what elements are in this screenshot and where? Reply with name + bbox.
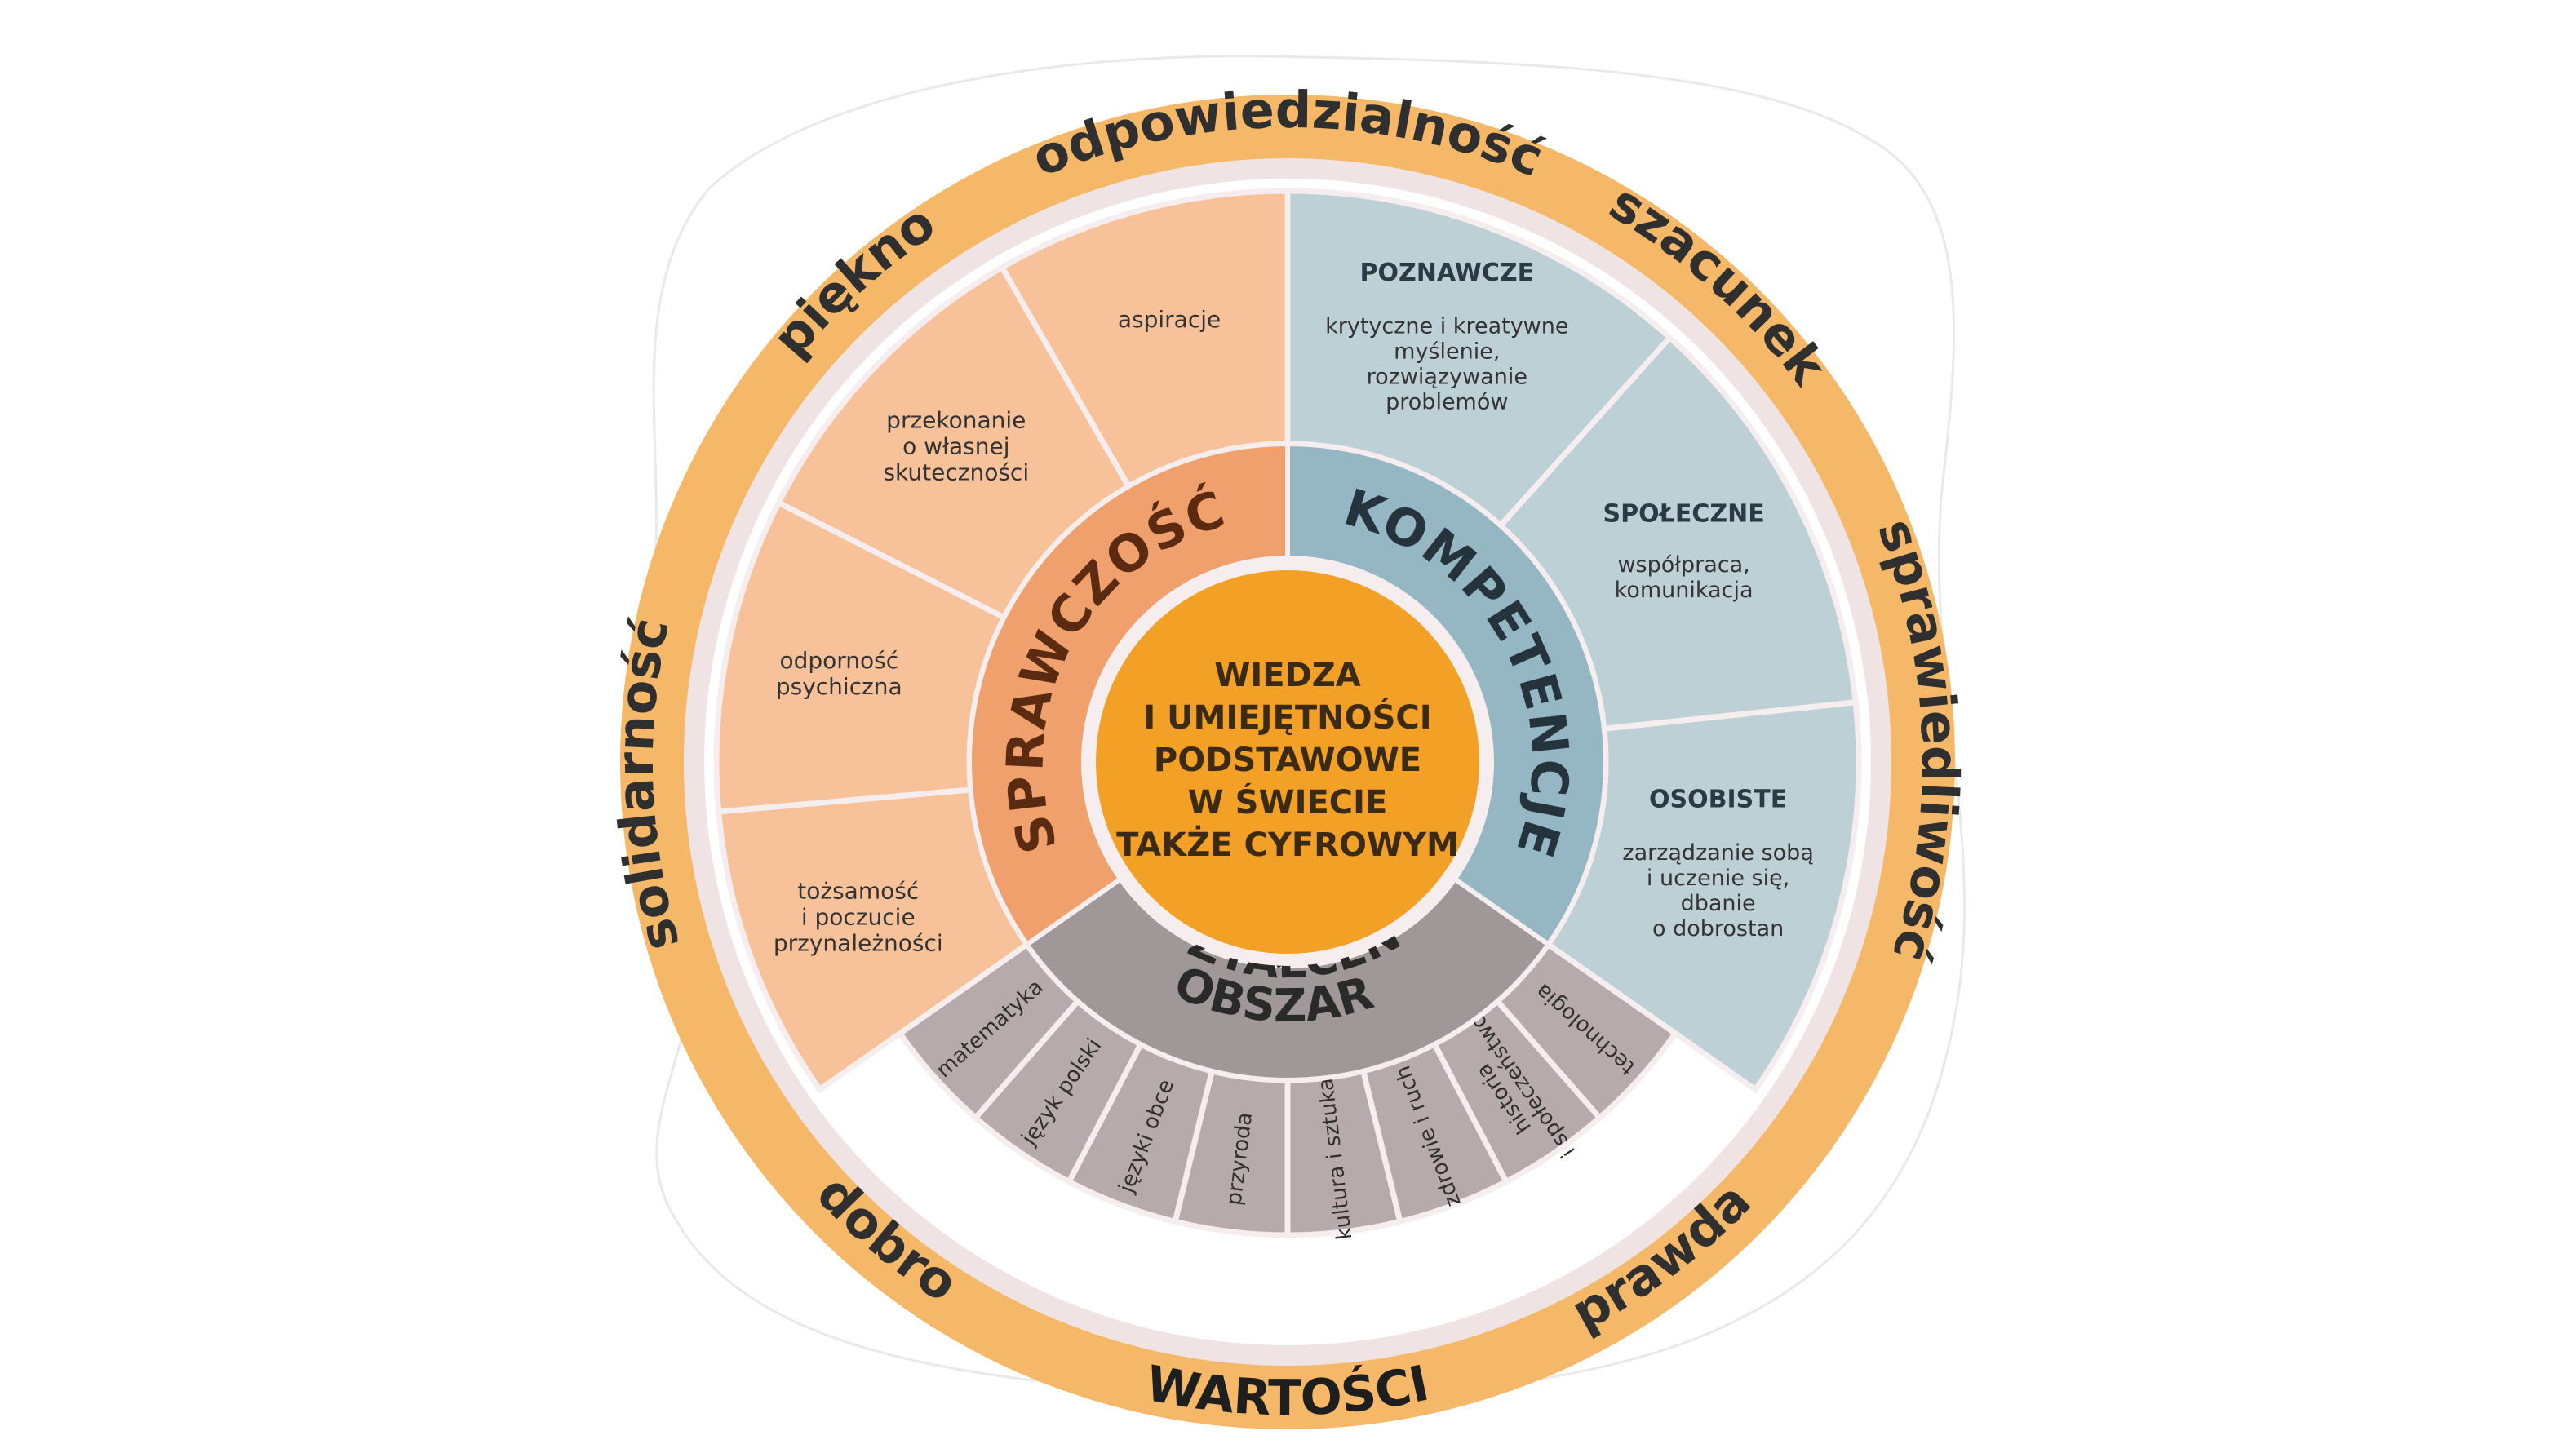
center-circle — [1096, 570, 1479, 954]
kompetencje-heading-1: SPOŁECZNE — [1603, 499, 1764, 528]
kompetencje-desc-1: współpraca,komunikacja — [1615, 552, 1754, 603]
kompetencje-heading-2: OSOBISTE — [1649, 785, 1787, 813]
sprawczosc-item-0: aspiracje — [1118, 306, 1221, 333]
kompetencje-heading-0: POZNAWCZE — [1360, 259, 1535, 287]
